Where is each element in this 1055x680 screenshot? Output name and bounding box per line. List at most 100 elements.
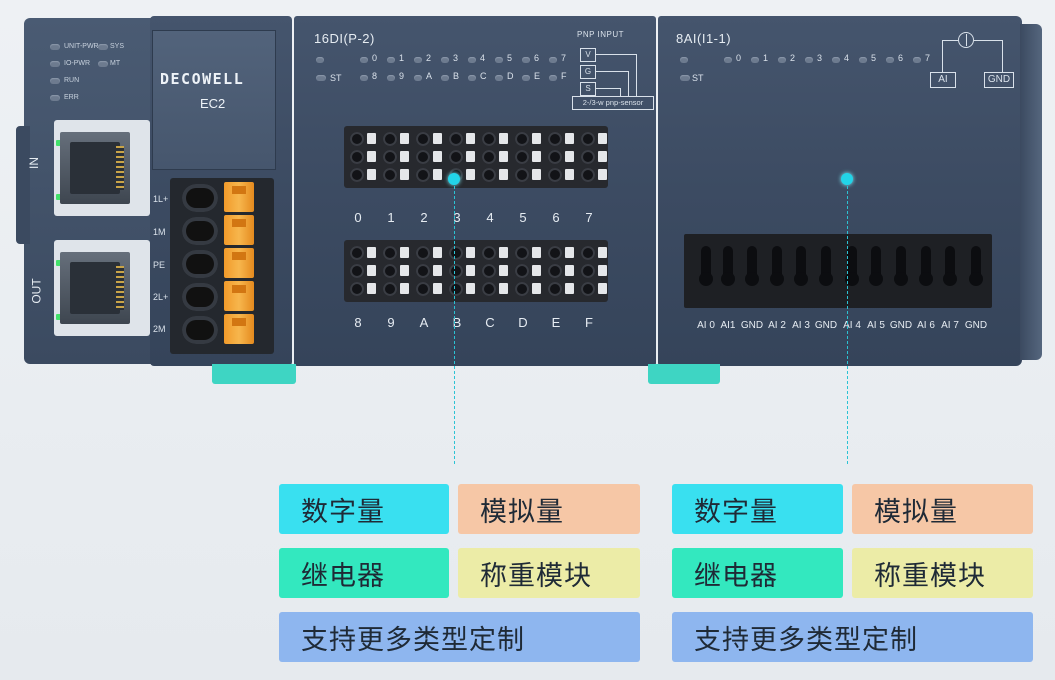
terminal-release[interactable] [532,169,541,180]
terminal-hole[interactable] [416,132,430,146]
terminal-hole[interactable] [449,282,463,296]
terminal-hole[interactable] [548,150,562,164]
terminal-release[interactable] [598,133,607,144]
terminal-hole[interactable] [515,168,529,182]
terminal-release[interactable] [499,151,508,162]
terminal-release[interactable] [433,133,442,144]
terminal-release[interactable] [499,133,508,144]
terminal-release[interactable] [532,283,541,294]
terminal-hole[interactable] [482,282,496,296]
terminal-release[interactable] [466,169,475,180]
terminal-hole[interactable] [350,132,364,146]
pwr-terminal[interactable] [180,281,268,311]
terminal-release[interactable] [367,283,376,294]
terminal-hole[interactable] [350,150,364,164]
terminal-hole[interactable] [449,246,463,260]
terminal-hole[interactable] [581,282,595,296]
terminal-hole[interactable] [449,150,463,164]
terminal-hole[interactable] [548,282,562,296]
terminal-release[interactable] [565,133,574,144]
terminal-hole[interactable] [350,168,364,182]
terminal-release[interactable] [466,151,475,162]
terminal-release[interactable] [598,265,607,276]
terminal-hole[interactable] [548,246,562,260]
terminal-release[interactable] [400,283,409,294]
terminal-hole[interactable] [350,264,364,278]
ai-terminal-slot[interactable] [792,242,810,298]
terminal-hole[interactable] [383,282,397,296]
terminal-release[interactable] [598,247,607,258]
terminal-release[interactable] [499,169,508,180]
terminal-hole[interactable] [581,264,595,278]
ethernet-port-in[interactable] [54,120,150,216]
terminal-hole[interactable] [416,150,430,164]
terminal-release[interactable] [466,265,475,276]
terminal-release[interactable] [565,151,574,162]
terminal-release[interactable] [367,169,376,180]
terminal-release[interactable] [400,265,409,276]
terminal-hole[interactable] [416,168,430,182]
terminal-hole[interactable] [515,132,529,146]
terminal-hole[interactable] [581,132,595,146]
ai-terminal-slot[interactable] [743,242,761,298]
terminal-hole[interactable] [449,264,463,278]
terminal-hole[interactable] [548,168,562,182]
ai-terminal-slot[interactable] [768,242,786,298]
pwr-terminal[interactable] [180,314,268,344]
terminal-hole[interactable] [482,246,496,260]
terminal-release[interactable] [532,265,541,276]
terminal-release[interactable] [433,265,442,276]
terminal-release[interactable] [433,283,442,294]
terminal-release[interactable] [565,283,574,294]
terminal-release[interactable] [433,247,442,258]
pwr-terminal[interactable] [180,182,268,212]
terminal-hole[interactable] [515,246,529,260]
terminal-hole[interactable] [482,264,496,278]
terminal-release[interactable] [565,265,574,276]
terminal-release[interactable] [499,265,508,276]
ai-terminal-slot[interactable] [967,242,985,298]
terminal-hole[interactable] [482,132,496,146]
ethernet-port-out[interactable] [54,240,150,336]
terminal-release[interactable] [400,169,409,180]
terminal-hole[interactable] [548,264,562,278]
terminal-hole[interactable] [581,168,595,182]
terminal-release[interactable] [565,247,574,258]
terminal-release[interactable] [433,169,442,180]
ai-terminal-slot[interactable] [941,242,959,298]
terminal-hole[interactable] [350,282,364,296]
terminal-release[interactable] [466,133,475,144]
terminal-release[interactable] [400,247,409,258]
ai-terminal-slot[interactable] [697,242,715,298]
terminal-hole[interactable] [581,150,595,164]
terminal-release[interactable] [532,151,541,162]
pwr-terminal[interactable] [180,248,268,278]
terminal-release[interactable] [400,133,409,144]
terminal-hole[interactable] [383,168,397,182]
pwr-terminal[interactable] [180,215,268,245]
ai-terminal-slot[interactable] [867,242,885,298]
ai-terminal-slot[interactable] [917,242,935,298]
terminal-release[interactable] [367,247,376,258]
terminal-release[interactable] [400,151,409,162]
terminal-release[interactable] [367,265,376,276]
terminal-hole[interactable] [548,132,562,146]
ai-terminal-block[interactable] [684,234,992,308]
terminal-release[interactable] [499,247,508,258]
terminal-hole[interactable] [350,246,364,260]
terminal-release[interactable] [598,169,607,180]
terminal-release[interactable] [532,247,541,258]
terminal-hole[interactable] [482,168,496,182]
ai-terminal-slot[interactable] [843,242,861,298]
terminal-release[interactable] [532,133,541,144]
ai-terminal-slot[interactable] [719,242,737,298]
terminal-hole[interactable] [416,246,430,260]
terminal-release[interactable] [598,283,607,294]
terminal-hole[interactable] [416,264,430,278]
terminal-hole[interactable] [515,282,529,296]
terminal-hole[interactable] [515,150,529,164]
terminal-release[interactable] [499,283,508,294]
terminal-hole[interactable] [416,282,430,296]
terminal-release[interactable] [367,151,376,162]
terminal-release[interactable] [466,283,475,294]
